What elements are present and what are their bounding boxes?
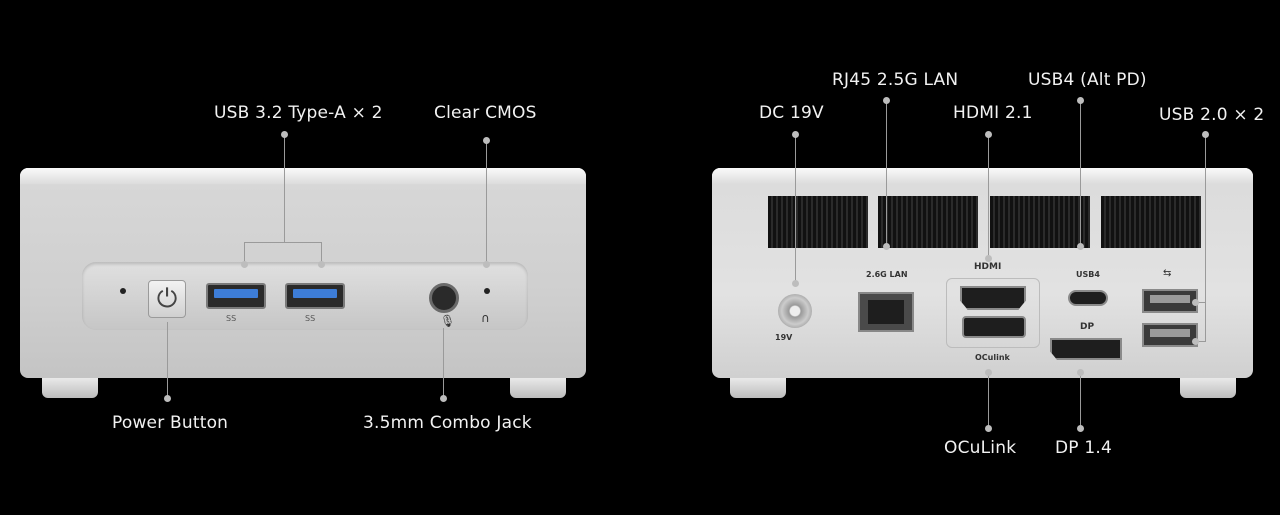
rear-chassis-top <box>712 168 1253 184</box>
callout-usb20-line <box>1205 134 1206 342</box>
front-led-hole <box>120 288 126 294</box>
power-icon: ⏻ <box>156 283 178 314</box>
usb3-port-1 <box>206 283 266 309</box>
callout-dc-dot <box>792 280 799 287</box>
callout-combo-dot <box>440 395 447 402</box>
callout-hdmi-dot-top <box>985 131 992 138</box>
usb2-port-2 <box>1142 323 1198 347</box>
callout-usb4-line <box>1080 100 1081 246</box>
usb4-port-label: USB4 <box>1076 270 1100 279</box>
callout-usb4-dot <box>1077 243 1084 250</box>
callout-rj45-dot <box>883 243 890 250</box>
callout-usb32-dot-right <box>318 261 325 268</box>
clear-cmos-hole <box>484 288 490 294</box>
combo-jack <box>429 283 459 313</box>
power-button[interactable]: ⏻ <box>148 280 186 318</box>
usb2-port-1 <box>1142 289 1198 313</box>
usb4-port <box>1068 290 1108 306</box>
oculink-frame <box>946 278 1040 348</box>
hdmi-port-label: HDMI <box>974 262 1002 272</box>
callout-clear-cmos: Clear CMOS <box>434 103 537 123</box>
callout-dp: DP 1.4 <box>1055 438 1112 458</box>
callout-dp-line <box>1080 372 1081 428</box>
callout-power-dot <box>164 395 171 402</box>
front-foot-right <box>510 378 566 398</box>
vent-1 <box>768 196 868 248</box>
callout-dc: DC 19V <box>759 103 824 123</box>
callout-dp-dot <box>1077 425 1084 432</box>
dc-port-label: 19V <box>775 333 793 342</box>
callout-usb32-line <box>284 134 285 242</box>
callout-clear-cmos-dot-top <box>483 137 490 144</box>
vent-2 <box>878 196 978 248</box>
callout-rj45-line <box>886 100 887 246</box>
callout-usb32-bracket <box>244 242 322 243</box>
callout-oculink-dot-top <box>985 369 992 376</box>
callout-dp-dot-top <box>1077 369 1084 376</box>
callout-oculink-line <box>988 372 989 428</box>
callout-usb4-dot-top <box>1077 97 1084 104</box>
callout-dc-line <box>795 134 796 284</box>
callout-power-line <box>167 322 168 398</box>
callout-oculink-dot <box>985 425 992 432</box>
vent-4 <box>1101 196 1201 248</box>
oculink-port-label: OCulink <box>975 353 1010 362</box>
usb3-port-2 <box>285 283 345 309</box>
callout-clear-cmos-dot <box>483 261 490 268</box>
callout-usb32-bracket-left <box>244 242 245 264</box>
rj45-port <box>858 292 914 332</box>
hdmi-port <box>960 286 1026 310</box>
callout-usb32-bracket-right <box>321 242 322 264</box>
callout-oculink: OCuLink <box>944 438 1017 458</box>
callout-usb20-dot-top <box>1202 131 1209 138</box>
callout-usb4: USB4 (Alt PD) <box>1028 70 1147 90</box>
callout-hdmi-line <box>988 134 989 258</box>
callout-usb20-tick-1 <box>1195 302 1205 303</box>
callout-clear-cmos-line <box>486 140 487 264</box>
usb2-icon: ⇆ <box>1163 268 1172 279</box>
callout-rj45-dot-top <box>883 97 890 104</box>
callout-rj45: RJ45 2.5G LAN <box>832 70 959 90</box>
callout-combo-line <box>443 328 444 398</box>
headphone-icon: ∩ <box>481 311 490 325</box>
dp-port-label: DP <box>1080 322 1095 332</box>
callout-power-button: Power Button <box>112 413 229 433</box>
rear-foot-left <box>730 378 786 398</box>
usb3-port-2-label: SS <box>305 314 316 323</box>
callout-usb32-dot-left <box>241 261 248 268</box>
callout-combo-jack: 3.5mm Combo Jack <box>363 413 532 433</box>
front-foot-left <box>42 378 98 398</box>
callout-usb20-dot-2 <box>1192 338 1199 345</box>
callout-hdmi-dot <box>985 255 992 262</box>
lan-port-label: 2.6G LAN <box>866 270 908 279</box>
dp-port <box>1050 338 1122 360</box>
oculink-port <box>962 316 1026 338</box>
callout-usb20-tick-2 <box>1195 341 1205 342</box>
rear-foot-right <box>1180 378 1236 398</box>
mic-icon: 🎙 <box>440 314 456 328</box>
front-chassis-top <box>20 168 586 184</box>
callout-usb20-dot-1 <box>1192 299 1199 306</box>
dc-jack <box>778 294 812 328</box>
callout-usb20: USB 2.0 × 2 <box>1159 105 1265 125</box>
callout-hdmi: HDMI 2.1 <box>953 103 1033 123</box>
usb3-port-1-label: SS <box>226 314 237 323</box>
vent-3 <box>990 196 1090 248</box>
callout-usb32-dot <box>281 131 288 138</box>
callout-dc-dot-top <box>792 131 799 138</box>
callout-usb32: USB 3.2 Type-A × 2 <box>214 103 383 123</box>
